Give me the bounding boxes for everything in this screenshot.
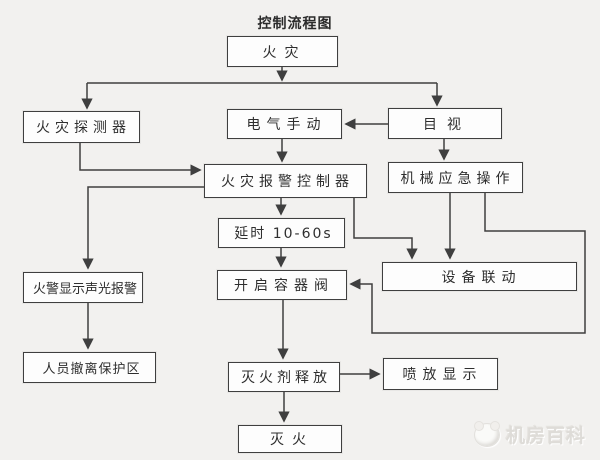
- connector-11: [353, 198, 418, 260]
- connector-13: [349, 193, 586, 334]
- node-visual: 目视: [388, 108, 502, 139]
- node-label: 机械应急操作: [400, 170, 515, 187]
- node-alarm_display: 火警显示声光报警: [23, 272, 143, 303]
- diagram-title: 控制流程图: [257, 16, 333, 32]
- connector-8: [82, 186, 204, 270]
- node-detector: 火灾探测器: [23, 111, 140, 143]
- node-label: 设备联动: [441, 269, 522, 286]
- node-release: 灭火剂释放: [228, 362, 340, 392]
- node-valve: 开启容器阀: [217, 270, 347, 300]
- node-label: 火警显示声光报警: [32, 282, 137, 297]
- node-controller: 火灾报警控制器: [204, 164, 367, 198]
- node-fire: 火灾: [227, 36, 338, 67]
- node-spray: 喷放显示: [383, 358, 498, 390]
- node-label: 延时 10-60s: [234, 226, 333, 242]
- node-label: 火灾探测器: [36, 120, 131, 136]
- node-label: 灭火剂释放: [241, 370, 331, 386]
- node-label: 喷放显示: [402, 367, 483, 383]
- node-label: 开启容器阀: [234, 278, 334, 294]
- node-mechanical: 机械应急操作: [388, 162, 523, 193]
- node-label: 电气手动: [246, 117, 327, 133]
- node-label: 火灾报警控制器: [221, 174, 354, 190]
- node-linkage: 设备联动: [382, 262, 577, 291]
- node-label: 目视: [423, 116, 471, 133]
- node-label: 火灾: [262, 44, 307, 61]
- connector-7: [79, 143, 202, 176]
- node-extinguish: 灭火: [238, 425, 342, 453]
- node-label: 灭火: [270, 432, 314, 448]
- node-delay: 延时 10-60s: [218, 218, 345, 248]
- node-evacuate: 人员撤离保护区: [23, 352, 156, 383]
- node-electric: 电气手动: [227, 109, 342, 139]
- node-label: 人员撤离保护区: [42, 362, 141, 377]
